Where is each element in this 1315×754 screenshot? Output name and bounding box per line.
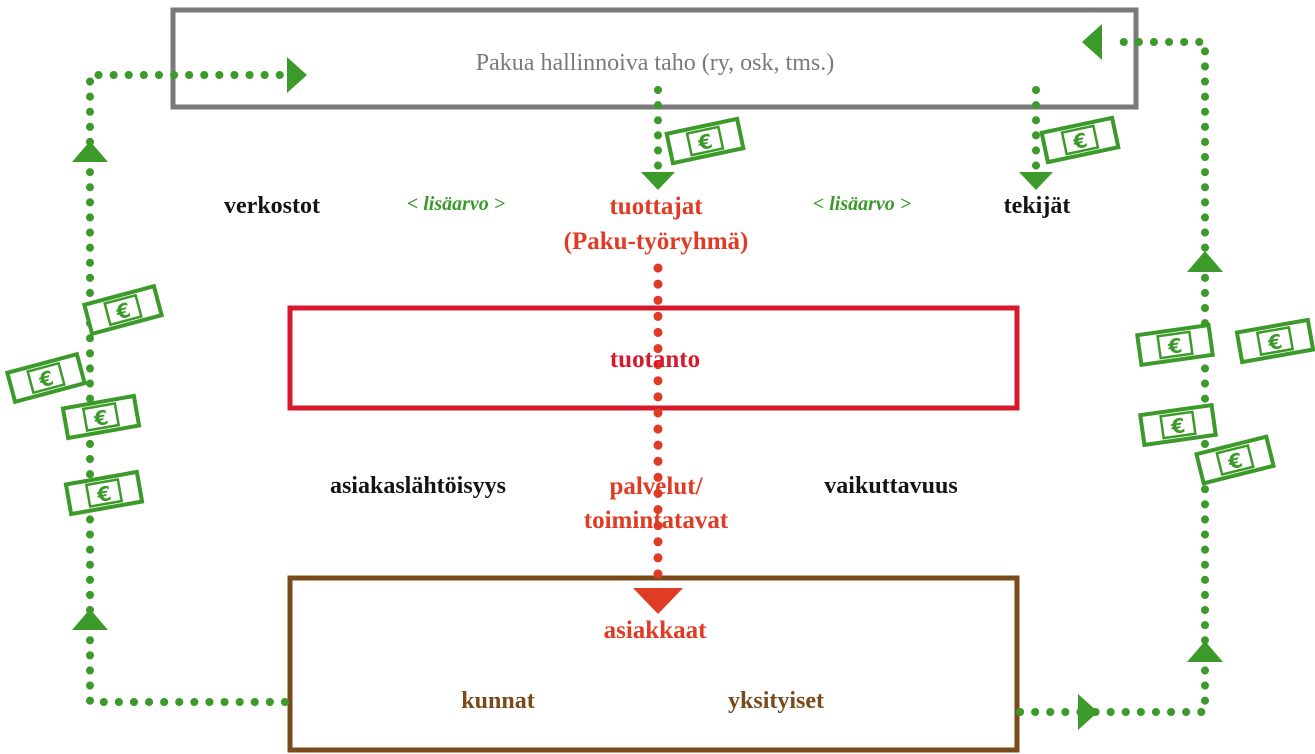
banknote-icon: € [4,351,88,405]
svg-text:€: € [1225,448,1245,475]
banknote-icon: € [1039,115,1121,165]
arrow-left-top-icon [1082,24,1102,60]
arrow-up-left-upper-icon [72,141,108,162]
svg-text:€: € [1265,329,1284,355]
svg-text:€: € [1166,333,1184,359]
added-value-right-label: < lisäarvo > [812,193,912,215]
svg-text:€: € [1070,128,1090,155]
banknote-icon: € [81,283,165,337]
customers-box-label: asiakkaat [603,617,707,644]
customers-box [287,575,1020,753]
arrow-right-top-icon [287,57,307,93]
impact-label: vaikuttavuus [824,473,958,499]
producers-sublabel: (Paku-työryhmä) [563,228,749,255]
networks-label: verkostot [224,193,320,219]
green-arrowheads [72,24,1223,730]
arrow-up-right-upper-icon [1187,251,1223,272]
banknote-icon: € [1194,434,1276,486]
arrow-up-right-lower-icon [1187,641,1223,662]
municipalities-label: kunnat [461,688,535,714]
banknote-icon: € [1135,322,1215,368]
banknote-icon: € [63,469,145,517]
production-box-label: tuotanto [609,346,701,373]
arrow-down-producers-icon [641,172,675,190]
arrow-right-bottom-icon [1078,694,1098,730]
production-box [287,305,1020,411]
services-label: palvelut/ [609,473,703,500]
customer-orientation-label: asiakaslähtöisyys [329,473,507,499]
svg-text:€: € [35,366,56,393]
private-label: yksityiset [728,688,824,714]
banknote-icon: € [664,116,746,166]
makers-label: tekijät [1003,193,1071,219]
added-value-left-label: < lisäarvo > [406,193,506,215]
green-flow-lines [86,38,1209,716]
top-box-label: Pakua hallinnoiva taho (ry, osk, tms.) [475,50,835,76]
banknote-icon: € [1234,317,1315,365]
banknote-icon: € [1138,402,1218,448]
banknote-icon: € [60,393,142,441]
left-loop-line [86,71,289,706]
producers-label: tuottajat [609,193,703,220]
banknotes: € € € € € € € € € € [4,115,1315,517]
services-sublabel: toimintatavat [583,507,729,534]
svg-text:€: € [112,298,133,325]
arrow-down-makers-icon [1019,172,1053,190]
svg-text:€: € [1169,413,1187,439]
svg-text:€: € [695,129,715,156]
svg-text:€: € [91,405,110,431]
arrow-up-left-lower-icon [72,609,108,630]
arrow-down-customers-icon [633,588,683,614]
right-loop-line [1016,38,1209,716]
svg-text:€: € [94,481,113,507]
